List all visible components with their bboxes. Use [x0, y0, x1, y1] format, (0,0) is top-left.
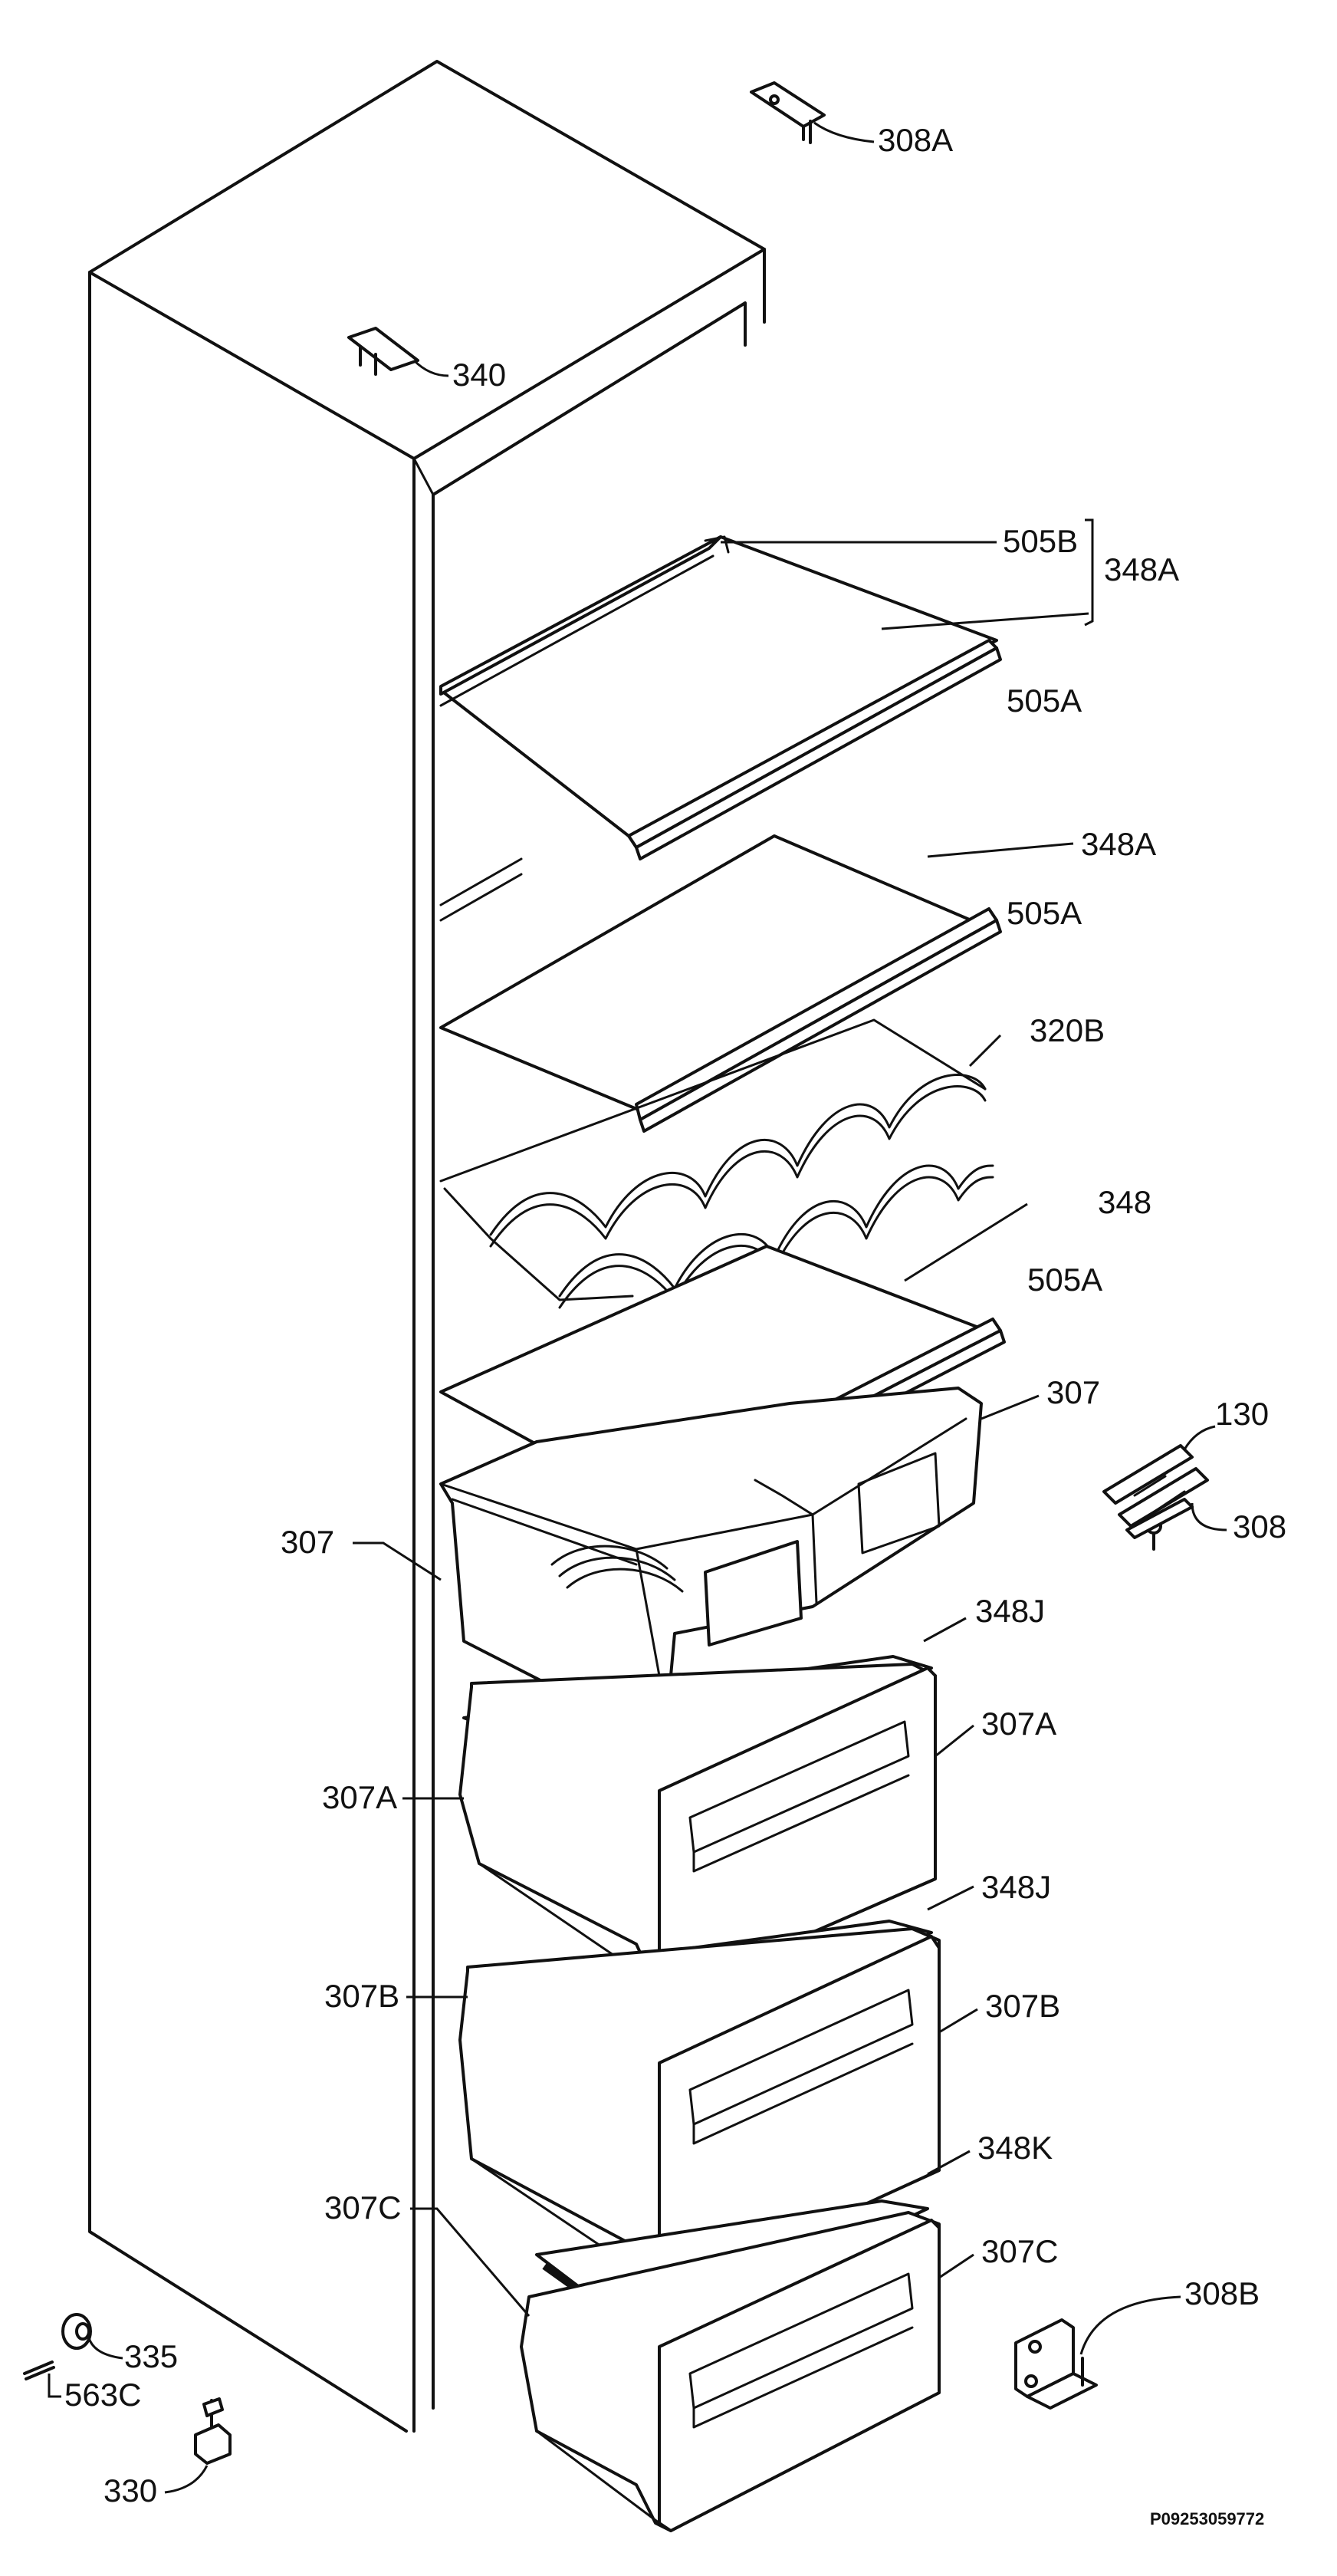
label-307b-right: 307B [985, 1988, 1060, 2024]
hinge-308 [1125, 1498, 1227, 1539]
label-348j-upper: 348J [975, 1593, 1045, 1629]
label-335: 335 [124, 2338, 178, 2374]
pin-563c [23, 2361, 61, 2398]
label-348k: 348K [977, 2130, 1053, 2166]
label-307-right: 307 [1046, 1374, 1100, 1410]
leader-lines [353, 518, 1094, 2317]
cabinet [88, 60, 766, 2433]
hinge-308b [1014, 2295, 1181, 2410]
label-308: 308 [1233, 1508, 1286, 1545]
label-505a-1: 505A [1007, 683, 1082, 719]
label-340: 340 [452, 357, 506, 393]
glass-shelf-348a-second [439, 834, 1002, 1133]
label-308b: 308B [1184, 2275, 1260, 2311]
label-307c-left: 307C [324, 2189, 401, 2226]
label-505a-3: 505A [1027, 1262, 1102, 1298]
label-307b-left: 307B [324, 1978, 399, 2014]
bottle-rack-320b [439, 1018, 994, 1309]
label-307a-right: 307A [981, 1706, 1056, 1742]
label-348a-top: 348A [1104, 551, 1179, 587]
glass-shelf-348a-top [439, 535, 1002, 860]
part-labels: 308A 340 505B 348A 505A 348A 505A 320B 3… [64, 122, 1286, 2509]
drawer-307b [458, 1927, 941, 2295]
door-box-307 [439, 1387, 983, 1731]
label-563c: 563C [64, 2377, 141, 2413]
label-348: 348 [1098, 1184, 1151, 1220]
label-505a-2: 505A [1007, 895, 1082, 931]
adjustable-foot-330 [164, 2397, 232, 2494]
foot-335 [61, 2313, 123, 2360]
label-130: 130 [1215, 1396, 1269, 1432]
label-308a: 308A [878, 122, 953, 158]
label-348j-lower: 348J [981, 1869, 1051, 1905]
label-307-left: 307 [281, 1524, 334, 1560]
hinge-130 [1102, 1425, 1216, 1551]
hinge-cover-340 [347, 327, 449, 377]
drawer-307c [520, 2211, 941, 2532]
label-320b: 320B [1030, 1012, 1105, 1048]
label-307a-left: 307A [322, 1779, 397, 1815]
label-307c-right: 307C [981, 2233, 1058, 2269]
label-348a-second: 348A [1081, 826, 1156, 862]
drawing-code: P09253059772 [1150, 2509, 1264, 2528]
label-330: 330 [103, 2472, 157, 2509]
hinge-308a [750, 81, 875, 144]
label-505b: 505B [1003, 523, 1078, 559]
